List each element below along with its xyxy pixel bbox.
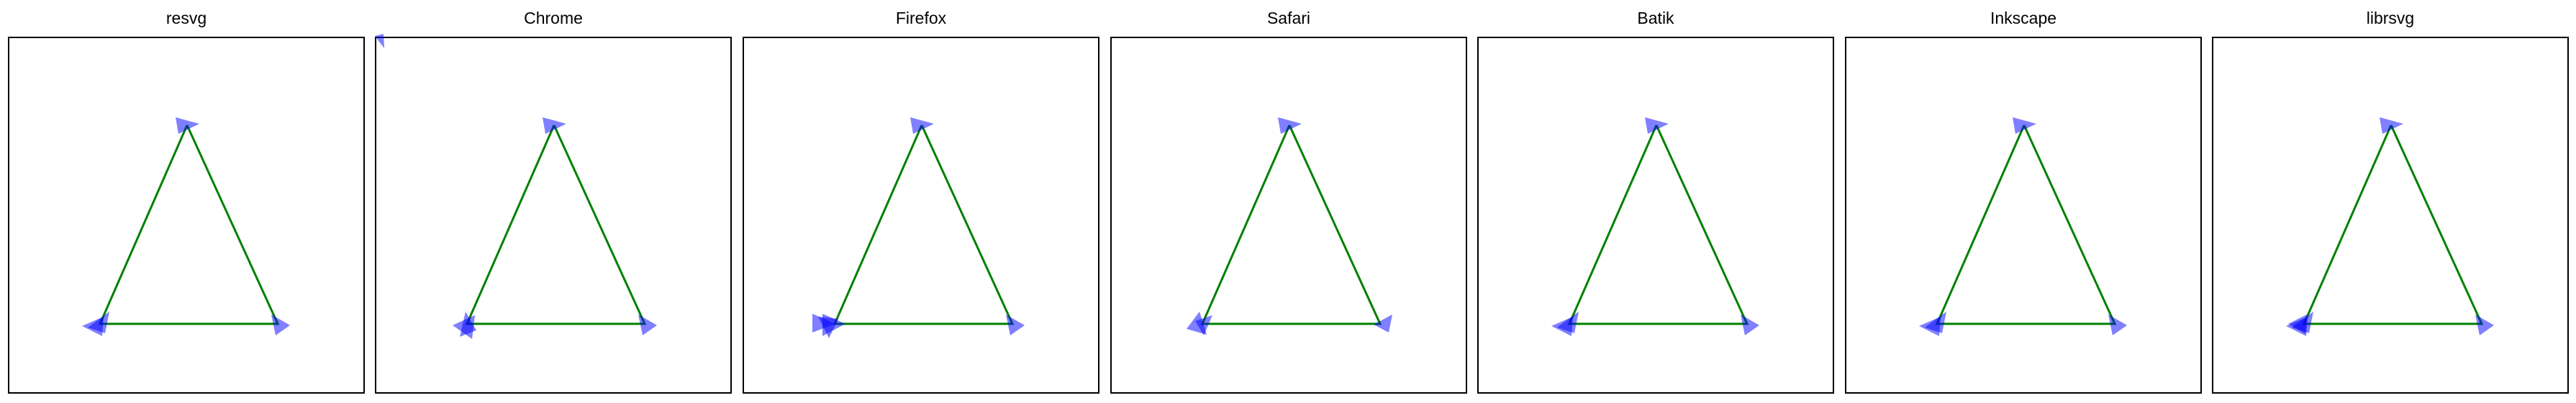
marker-top — [1278, 117, 1302, 134]
panel-chrome: Chrome — [375, 0, 732, 403]
marker-left-3 — [2288, 314, 2307, 334]
triangle-path — [465, 124, 647, 325]
render-frame-safari — [1110, 37, 1467, 394]
marker-stray — [375, 34, 384, 48]
panel-title-safari: Safari — [1266, 9, 1311, 27]
marker-right — [1374, 314, 1392, 332]
render-frame-inkscape — [1845, 37, 2202, 394]
marker-left-2 — [1919, 317, 1941, 336]
marker-left-2 — [1187, 312, 1207, 335]
marker-right — [1741, 314, 1759, 335]
render-frame-batik — [1477, 37, 1834, 394]
marker-left-2 — [453, 315, 475, 339]
panel-batik: Batik — [1477, 0, 1834, 403]
render-frame-firefox — [743, 37, 1099, 394]
panel-inkscape: Inkscape — [1845, 0, 2202, 403]
triangle-path — [1935, 124, 2117, 325]
marker-top — [910, 117, 934, 134]
panel-resvg: resvg — [8, 0, 365, 403]
triangle-path — [833, 124, 1015, 325]
panel-firefox: Firefox — [743, 0, 1099, 403]
marker-right — [271, 314, 290, 335]
panel-title-inkscape: Inkscape — [1990, 9, 2057, 27]
marker-top — [1645, 117, 1669, 134]
panel-title-batik: Batik — [1637, 9, 1674, 27]
render-canvas-librsvg — [2286, 117, 2494, 336]
render-canvas-chrome — [375, 34, 657, 339]
render-canvas-inkscape — [1919, 117, 2127, 336]
render-canvas-batik — [1551, 117, 1759, 336]
marker-right — [638, 314, 657, 335]
triangle-path — [98, 124, 280, 325]
panel-title-librsvg: librsvg — [2366, 9, 2415, 27]
render-frame-resvg — [8, 37, 365, 394]
marker-left-2 — [82, 317, 104, 336]
panel-safari: Safari — [1110, 0, 1467, 403]
render-canvas-safari — [1187, 117, 1392, 335]
marker-left-3 — [818, 317, 838, 338]
marker-top — [2013, 117, 2036, 134]
triangle-path — [1567, 124, 1749, 325]
marker-left-2 — [1551, 317, 1573, 336]
panel-title-chrome: Chrome — [524, 9, 583, 27]
panel-title-resvg: resvg — [165, 9, 207, 27]
render-canvas-resvg — [82, 117, 290, 336]
panel-title-firefox: Firefox — [895, 9, 947, 27]
render-frame-chrome — [375, 34, 732, 394]
triangle-path — [1200, 124, 1382, 325]
render-frame-librsvg — [2212, 37, 2569, 394]
marker-right — [1006, 314, 1025, 335]
marker-top — [176, 117, 199, 134]
render-canvas-firefox — [812, 117, 1025, 338]
marker-right — [2475, 314, 2494, 335]
marker-right — [2108, 314, 2127, 335]
panel-librsvg: librsvg — [2212, 0, 2569, 403]
marker-top — [543, 117, 566, 134]
marker-top — [2380, 117, 2403, 134]
triangle-path — [2302, 124, 2484, 325]
